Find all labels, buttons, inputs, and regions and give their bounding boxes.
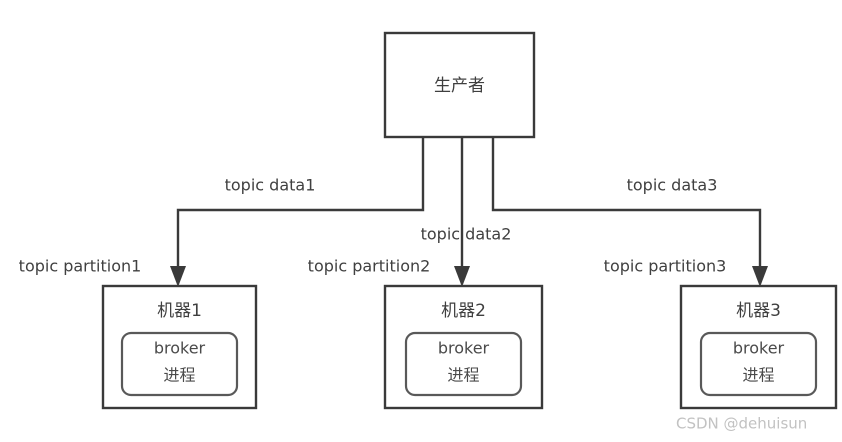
connector-producer-to-machine3	[491, 137, 768, 287]
watermark-label: CSDN @dehuisun	[676, 415, 807, 433]
arrow-head-3	[752, 266, 768, 287]
connector-producer-to-machine1	[170, 137, 425, 287]
connector-line-1	[176, 137, 425, 278]
machine-3-process-line2: 进程	[742, 366, 774, 385]
machine-1-process-box	[120, 331, 239, 397]
machine-1-label: 机器1	[157, 301, 202, 321]
node-machine-1: 机器1 broker 进程	[101, 284, 258, 410]
edge-label-data-1: topic data1	[225, 176, 316, 195]
producer-label: 生产者	[434, 76, 485, 96]
machine-3-label: 机器3	[736, 301, 781, 321]
producer-box	[383, 31, 536, 139]
machine-2-process-box	[404, 331, 523, 397]
node-machine-2: 机器2 broker 进程	[383, 284, 544, 410]
machine-2-label: 机器2	[441, 301, 486, 321]
connector-line-3	[491, 137, 762, 278]
node-producer: 生产者	[383, 31, 536, 139]
edge-label-partition-1: topic partition1	[19, 257, 142, 276]
arrow-head-2	[454, 266, 470, 287]
machine-2-process-line2: 进程	[447, 366, 479, 385]
machine-2-process-line1: broker	[438, 339, 490, 358]
edge-label-partition-3: topic partition3	[604, 257, 727, 276]
node-machine-3: 机器3 broker 进程	[679, 284, 838, 410]
machine-1-process-line2: 进程	[163, 366, 195, 385]
machine-3-process-line1: broker	[733, 339, 785, 358]
edge-label-partition-2: topic partition2	[308, 257, 431, 276]
connector-producer-to-machine2	[454, 137, 470, 287]
arrow-head-1	[170, 266, 186, 287]
machine-1-process-line1: broker	[154, 339, 206, 358]
edge-label-data-2: topic data2	[421, 225, 512, 244]
machine-3-process-box	[699, 331, 818, 397]
edge-label-data-3: topic data3	[627, 176, 718, 195]
